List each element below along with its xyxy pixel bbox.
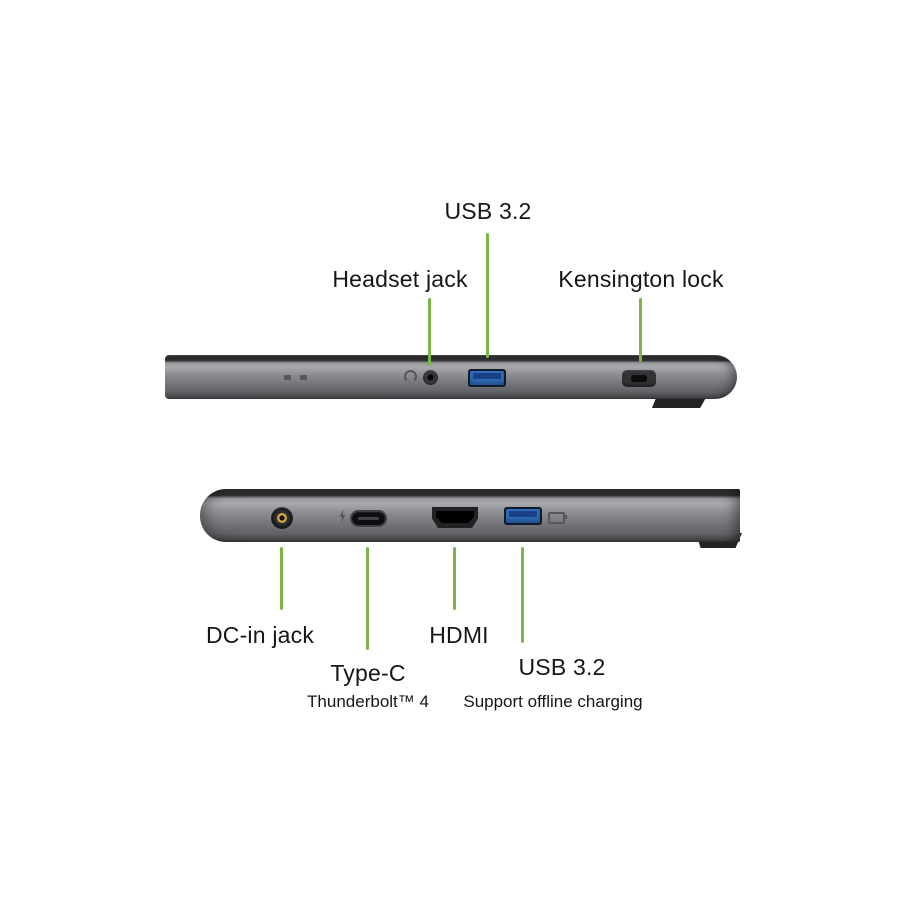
kensington-lock-slot <box>622 370 656 387</box>
status-led-icons <box>284 374 314 381</box>
headset-icon <box>404 370 417 383</box>
callout-label-headset-jack: Headset jack <box>332 266 468 292</box>
battery-charging-icon <box>548 512 567 524</box>
battery-led-icon <box>300 375 307 380</box>
type-c-thunderbolt4-port <box>352 512 385 525</box>
callout-label-usb-top: USB 3.2 <box>444 198 532 224</box>
callout-line-dc-in <box>280 547 283 610</box>
callout-line-usb-bottom <box>521 547 524 643</box>
callout-label-kensington-lock: Kensington lock <box>558 266 724 292</box>
usb-3-2-port-right <box>468 369 506 387</box>
usb-3-2-port-left <box>504 507 542 525</box>
callout-line-usb-top <box>486 233 489 358</box>
power-led-icon <box>284 375 291 380</box>
callout-label-type-c: Type-C <box>330 660 406 686</box>
hdmi-port <box>432 507 478 528</box>
callout-label-hdmi: HDMI <box>429 622 489 648</box>
callout-line-hdmi <box>453 547 456 610</box>
callout-line-type-c <box>366 547 369 650</box>
callout-line-headset-jack <box>428 298 431 366</box>
callout-label-dc-in-jack: DC-in jack <box>205 622 315 648</box>
callout-line-kensington-lock <box>639 298 642 362</box>
callout-label-usb-bottom: USB 3.2 <box>518 654 606 680</box>
callout-sublabel-thunderbolt4: Thunderbolt™ 4 <box>307 692 429 711</box>
dc-in-jack-port <box>271 507 293 529</box>
thunderbolt-icon <box>339 509 346 523</box>
callout-sublabel-offline-charging: Support offline charging <box>463 692 643 711</box>
headset-jack-port <box>423 370 438 385</box>
